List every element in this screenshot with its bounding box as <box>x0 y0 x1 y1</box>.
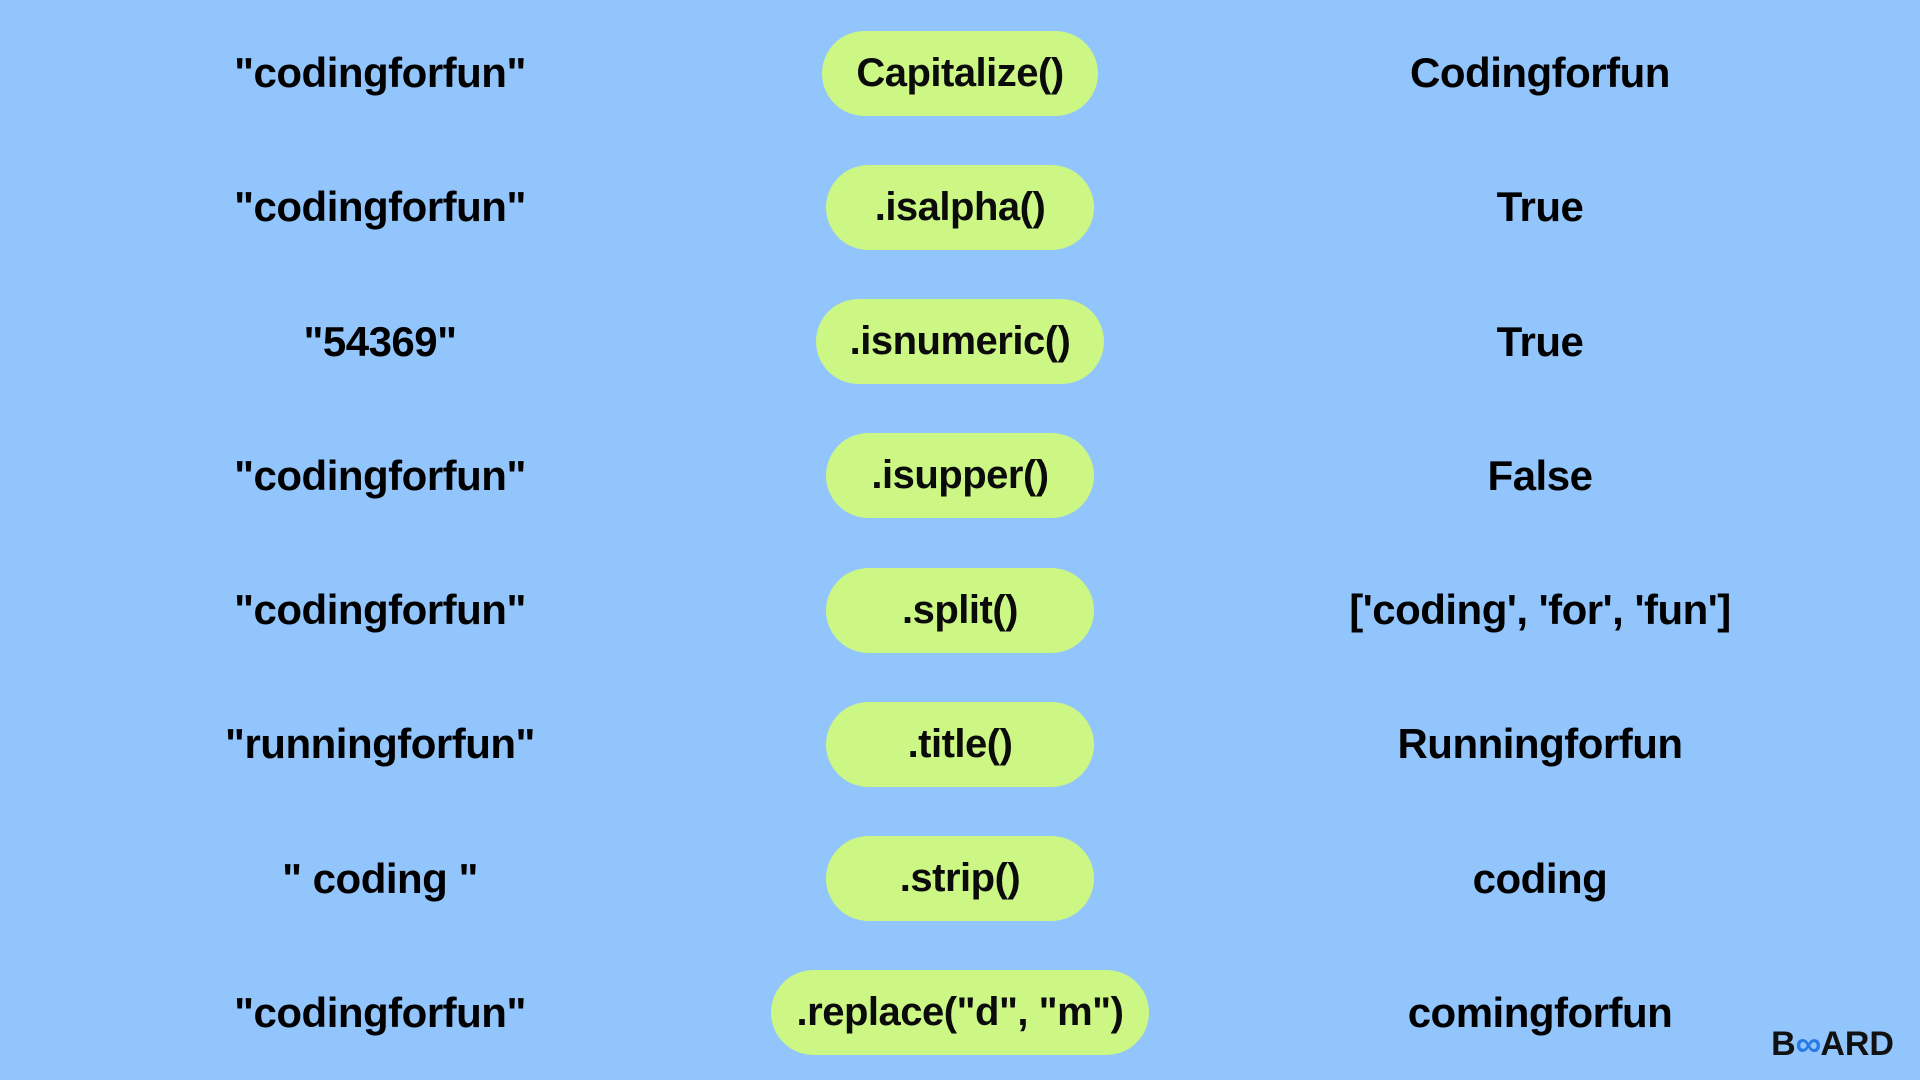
output-value: comingforfun <box>1407 988 1673 1036</box>
method-cell: .title() <box>760 701 1160 787</box>
method-pill[interactable]: .isalpha() <box>826 164 1094 250</box>
infinity-icon: ∞ <box>1795 1023 1822 1064</box>
table-row: "codingforfun" .split() ['coding', 'for'… <box>0 543 1920 677</box>
method-cell: .isnumeric() <box>760 299 1160 385</box>
table-row: "codingforfun" .isalpha() True <box>0 140 1920 274</box>
input-string: " coding " <box>282 854 478 902</box>
input-string: "codingforfun" <box>234 183 526 231</box>
input-string: "codingforfun" <box>234 451 526 499</box>
input-string: "runningforfun" <box>225 720 535 768</box>
method-pill[interactable]: .split() <box>826 567 1094 653</box>
method-cell: .isalpha() <box>760 164 1160 250</box>
method-cell: Capitalize() <box>760 30 1160 116</box>
method-pill[interactable]: .title() <box>826 701 1094 787</box>
output-value: Runningforfun <box>1397 720 1683 768</box>
method-cell: .replace("d", "m") <box>760 970 1160 1056</box>
method-cell: .split() <box>760 567 1160 653</box>
table-row: "54369" .isnumeric() True <box>0 275 1920 409</box>
output-value: ['coding', 'for', 'fun'] <box>1349 586 1731 634</box>
output-value: False <box>1487 451 1593 499</box>
method-pill[interactable]: .isupper() <box>826 433 1094 519</box>
table-row: "runningforfun" .title() Runningforfun <box>0 677 1920 811</box>
method-pill[interactable]: Capitalize() <box>822 30 1098 116</box>
table-row: " coding " .strip() coding <box>0 812 1920 946</box>
table-row: "codingforfun" .isupper() False <box>0 409 1920 543</box>
method-cell: .strip() <box>760 836 1160 922</box>
table-row: "codingforfun" .replace("d", "m") coming… <box>0 946 1920 1080</box>
board-logo: B∞ARD <box>1771 1026 1894 1062</box>
method-pill[interactable]: .strip() <box>826 836 1094 922</box>
method-pill[interactable]: .isnumeric() <box>815 299 1105 385</box>
method-pill[interactable]: .replace("d", "m") <box>770 970 1150 1056</box>
input-string: "codingforfun" <box>234 49 526 97</box>
output-value: True <box>1496 183 1584 231</box>
output-value: Codingforfun <box>1410 49 1670 97</box>
logo-text-ard: ARD <box>1820 1025 1894 1063</box>
output-value: coding <box>1472 854 1608 902</box>
method-cell: .isupper() <box>760 433 1160 519</box>
input-string: "codingforfun" <box>234 586 526 634</box>
output-value: True <box>1496 317 1584 365</box>
input-string: "codingforfun" <box>234 988 526 1036</box>
logo-text-b: B <box>1771 1025 1796 1063</box>
table-row: "codingforfun" Capitalize() Codingforfun <box>0 6 1920 140</box>
input-string: "54369" <box>303 317 457 365</box>
